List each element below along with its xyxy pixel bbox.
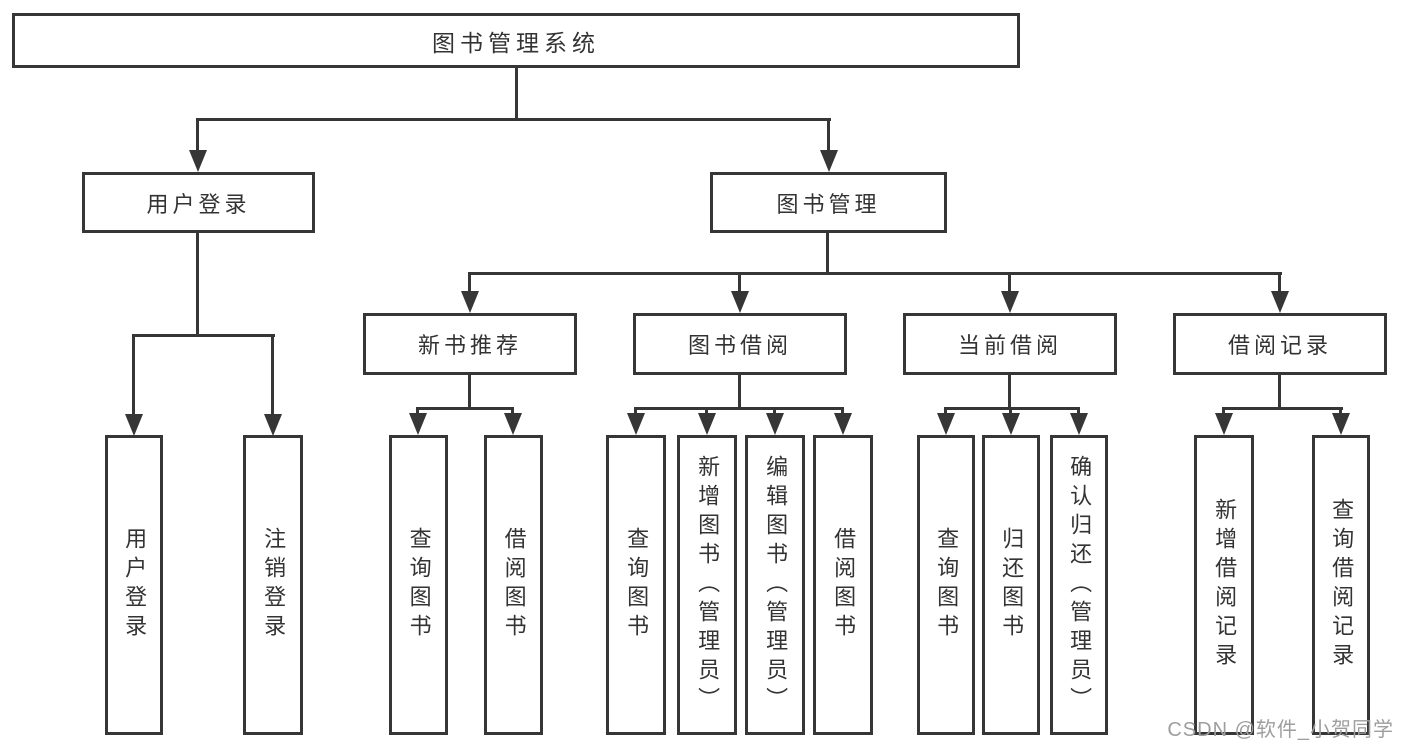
arrow-down-icon <box>1271 291 1289 313</box>
connector-drop <box>416 407 419 415</box>
arrow-down-icon <box>1001 291 1019 313</box>
node-book-management: 图书管理 <box>710 172 947 233</box>
arrow-down-icon <box>125 414 143 436</box>
connector-drop <box>1339 407 1342 415</box>
node-borrow-records: 借阅记录 <box>1173 313 1387 375</box>
arrow-down-icon <box>504 413 522 435</box>
arrow-down-icon <box>1215 413 1233 435</box>
arrow-down-icon <box>264 414 282 436</box>
connector-drop <box>1008 272 1011 293</box>
connector-drop <box>944 407 947 415</box>
arrow-down-icon <box>731 291 749 313</box>
connector-drop <box>841 407 844 415</box>
node-book-borrow: 图书借阅 <box>633 313 847 375</box>
connector-bar <box>132 334 275 337</box>
arrow-down-icon <box>1332 413 1350 435</box>
leaf-edit-book-admin: 编辑图书（管理员） <box>745 435 805 735</box>
arrow-down-icon <box>627 413 645 435</box>
csdn-watermark: CSDN @软件_小贺同学 <box>1167 719 1394 741</box>
connector-bar <box>468 272 1282 275</box>
connector-bar <box>1222 407 1343 410</box>
arrow-down-icon <box>937 413 955 435</box>
arrow-down-icon <box>461 291 479 313</box>
leaf-add-book-admin: 新增图书（管理员） <box>677 435 737 735</box>
leaf-query-book: 查询图书 <box>389 435 448 735</box>
connector-drop <box>738 272 741 293</box>
connector-drop <box>271 334 274 416</box>
connector-stem <box>738 375 741 409</box>
leaf-borrow-book: 借阅图书 <box>813 435 873 735</box>
connector-stem <box>1008 375 1011 409</box>
connector-drop <box>468 272 471 293</box>
arrow-down-icon <box>698 413 716 435</box>
connector-drop <box>773 407 776 415</box>
connector-bar <box>635 407 844 410</box>
connector-drop <box>511 407 514 415</box>
connector-bar <box>417 407 514 410</box>
node-root-system: 图书管理系统 <box>12 13 1020 68</box>
connector-drop <box>634 407 637 415</box>
node-current-borrow: 当前借阅 <box>903 313 1117 375</box>
connector-drop <box>1009 407 1012 415</box>
leaf-return-book: 归还图书 <box>982 435 1040 735</box>
connector-stem <box>196 233 199 336</box>
node-user-login: 用户登录 <box>82 172 315 233</box>
leaf-user-login: 用户登录 <box>105 435 163 735</box>
connector-stem <box>1278 375 1281 409</box>
connector-drop <box>1077 407 1080 415</box>
leaf-add-borrow-record: 新增借阅记录 <box>1194 435 1254 735</box>
leaf-query-borrow-record: 查询借阅记录 <box>1312 435 1370 735</box>
arrow-down-icon <box>1070 413 1088 435</box>
leaf-logout: 注销登录 <box>243 435 303 735</box>
leaf-borrow-book: 借阅图书 <box>484 435 543 735</box>
node-new-book-recommend: 新书推荐 <box>363 313 577 375</box>
leaf-query-book: 查询图书 <box>917 435 975 735</box>
connector-bar <box>945 407 1080 410</box>
connector-stem <box>515 68 518 120</box>
connector-drop <box>705 407 708 415</box>
connector-stem <box>826 233 829 274</box>
leaf-confirm-return-admin: 确认归还（管理员） <box>1050 435 1108 735</box>
arrow-down-icon <box>1002 413 1020 435</box>
arrow-down-icon <box>409 413 427 435</box>
arrow-down-icon <box>834 413 852 435</box>
arrow-down-icon <box>189 150 207 172</box>
connector-drop <box>196 118 199 152</box>
connector-bar <box>197 118 831 121</box>
connector-drop <box>132 334 135 416</box>
connector-drop <box>1278 272 1281 293</box>
arrow-down-icon <box>766 413 784 435</box>
connector-stem <box>468 375 471 409</box>
leaf-query-book: 查询图书 <box>606 435 666 735</box>
arrow-down-icon <box>820 150 838 172</box>
connector-drop <box>1222 407 1225 415</box>
connector-drop <box>827 118 830 152</box>
